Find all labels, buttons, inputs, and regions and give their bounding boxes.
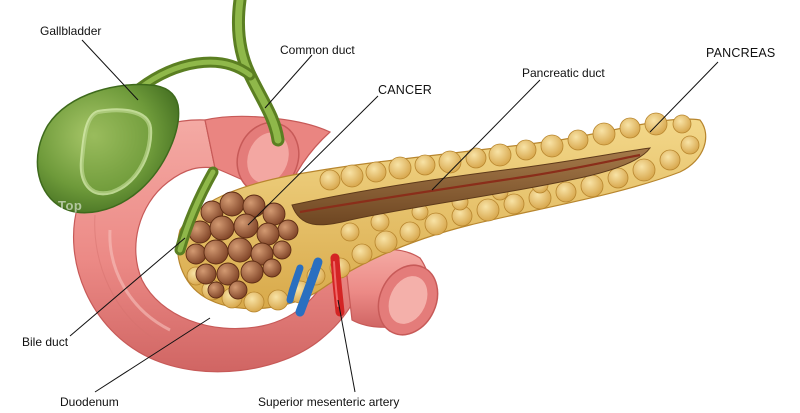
pancreas-lobule: [672, 114, 692, 134]
pancreas-lobule: [503, 193, 525, 215]
tumor-nodule: [195, 263, 217, 285]
pancreas-lobule: [340, 222, 360, 242]
tumor-nodule: [228, 280, 248, 300]
tumor-nodule: [262, 258, 282, 278]
pancreas-lobule: [340, 164, 364, 188]
leader-pancreatic-duct: [431, 79, 541, 191]
pancreas-lobule: [414, 154, 436, 176]
pancreatic-duct: [299, 153, 641, 214]
cancer-tumor: [185, 191, 299, 300]
label-pancreas: PANCREAS: [706, 46, 776, 60]
tumor-nodule: [240, 260, 264, 284]
label-pancreatic-duct: Pancreatic duct: [522, 66, 605, 80]
pancreas-lobule: [388, 156, 412, 180]
label-cancer: CANCER: [378, 83, 432, 97]
pancreas-lobule: [659, 149, 681, 171]
pancreas-lobule: [424, 212, 448, 236]
pancreas-lobule: [580, 174, 604, 198]
pancreas-lobule: [607, 167, 629, 189]
label-superior-mesenteric-artery: Superior mesenteric artery: [258, 395, 400, 409]
leader-duodenum: [94, 317, 211, 393]
tumor-nodule: [203, 239, 229, 265]
tumor-nodule: [209, 215, 235, 241]
pancreas-lobule: [592, 122, 616, 146]
pancreas-lobule: [488, 143, 512, 167]
pancreas-lobule: [632, 158, 656, 182]
pancreas-lobule: [476, 198, 500, 222]
leader-pancreas: [649, 61, 719, 133]
tumor-nodule: [227, 237, 253, 263]
pancreas-lobule: [319, 169, 341, 191]
pancreas-lobule: [555, 181, 577, 203]
label-gallbladder: Gallbladder: [40, 24, 102, 38]
leader-common-duct: [264, 54, 313, 109]
tumor-nodule: [250, 242, 274, 266]
bile-ducts: [134, 0, 285, 256]
pancreas-lobule: [374, 230, 398, 254]
pancreas-lobule: [540, 134, 564, 158]
label-common-duct: Common duct: [280, 43, 355, 57]
tumor-nodule: [207, 281, 225, 299]
tumor-nodule: [272, 240, 292, 260]
pancreas-lobule: [619, 117, 641, 139]
label-duodenum: Duodenum: [60, 395, 119, 409]
leader-gallbladder: [81, 39, 139, 101]
leader-bile-duct: [69, 237, 186, 337]
pancreas-lobule: [267, 289, 289, 311]
pancreas-lobule: [680, 135, 700, 155]
tumor-nodule: [256, 222, 280, 246]
tumor-nodule: [277, 219, 299, 241]
leader-lines: [69, 39, 719, 393]
pancreas-lobule: [365, 161, 387, 183]
pancreas-lobule: [399, 221, 421, 243]
pancreas-lobule: [351, 243, 373, 265]
pancreas-lobule: [644, 112, 668, 136]
pancreas-lobule: [438, 150, 462, 174]
pancreas-lobule: [567, 129, 589, 151]
tumor-nodule: [233, 213, 259, 239]
pancreas-lobule: [515, 139, 537, 161]
leader-cancer: [247, 95, 379, 226]
pancreas-lobule: [243, 291, 265, 313]
leader-superior-mesenteric-artery: [337, 299, 356, 393]
tumor-nodule: [185, 243, 207, 265]
gallbladder: [36, 83, 180, 214]
tumor-nodule: [216, 262, 240, 286]
label-bile-duct: Bile duct: [22, 335, 69, 349]
watermark-logo: Top: [58, 198, 83, 213]
pancreas-lobule: [465, 147, 487, 169]
tumor-nodule: [219, 191, 245, 217]
